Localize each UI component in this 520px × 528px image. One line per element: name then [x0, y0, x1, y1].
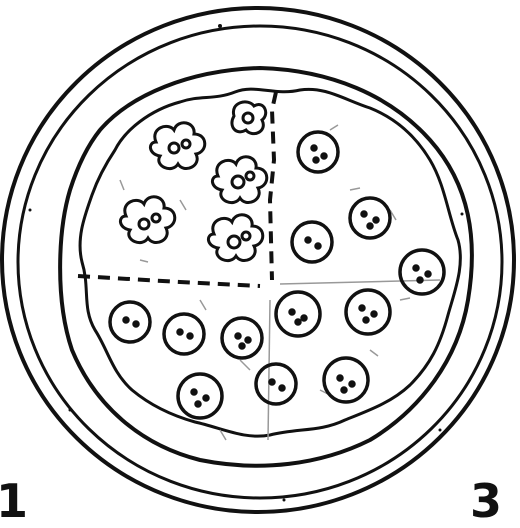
- broccoli-icon: [212, 157, 266, 203]
- broccoli-icon: [208, 215, 262, 261]
- page-number-right: 3: [470, 478, 502, 524]
- pepperoni-icon: [324, 358, 368, 402]
- pepperoni-icon: [298, 132, 338, 172]
- cut-line-vertical: [270, 92, 276, 280]
- pepperoni-icon: [276, 292, 320, 336]
- pepperoni-icon: [164, 314, 204, 354]
- cut-line-horizontal: [78, 276, 260, 286]
- pepperoni-icon: [178, 374, 222, 418]
- pepperoni-icon: [256, 364, 296, 404]
- pepperoni-icon: [110, 302, 150, 342]
- pepperoni-icon: [400, 250, 444, 294]
- broccoli-icon: [120, 197, 174, 243]
- broccoli-toppings: [120, 102, 266, 261]
- broccoli-icon: [150, 123, 204, 169]
- pepperoni-toppings: [110, 132, 444, 418]
- pepperoni-icon: [222, 318, 262, 358]
- page-number-left: 1: [0, 478, 28, 524]
- plate-speckles: [29, 24, 464, 502]
- pizza-crust-icon: [60, 68, 472, 466]
- broccoli-icon: [232, 102, 266, 134]
- pepperoni-icon: [292, 222, 332, 262]
- pepperoni-icon: [350, 198, 390, 238]
- pepperoni-icon: [346, 290, 390, 334]
